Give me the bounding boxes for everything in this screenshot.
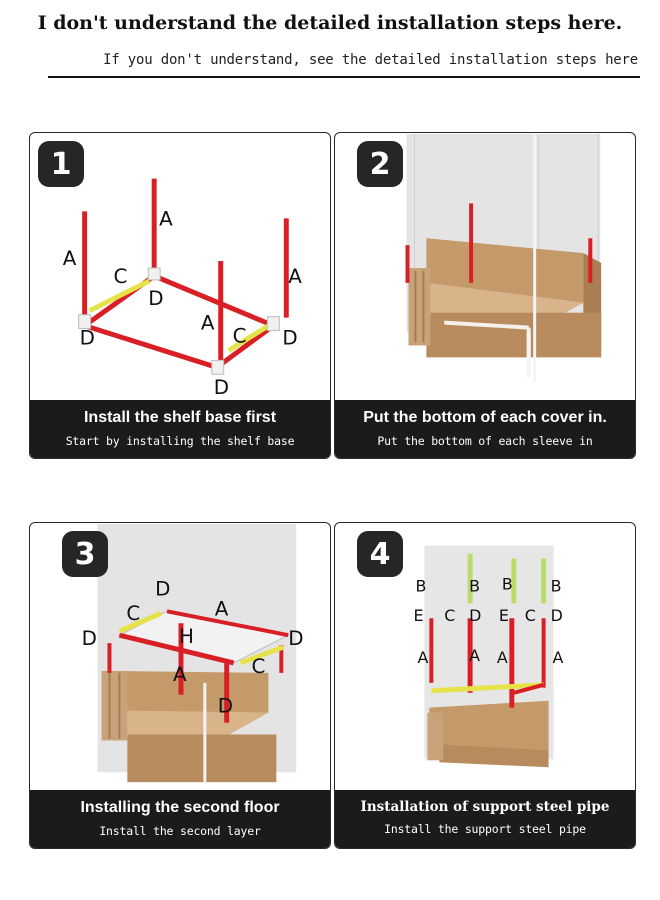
part-label: D	[80, 326, 95, 349]
step-caption-subtitle: Install the support steel pipe	[384, 822, 586, 836]
step-caption-title: Installation of support steel pipe	[360, 799, 610, 815]
joint-d	[266, 316, 280, 332]
step-caption: Install the shelf base first Start by in…	[30, 400, 330, 458]
cover-sleeve-fold	[427, 712, 444, 761]
step-number-badge: 3	[62, 531, 108, 577]
part-label: A	[173, 663, 187, 686]
step-panel-3: 3 D C A D H D A C D	[29, 522, 331, 849]
page-title: I don't understand the detailed installa…	[37, 12, 623, 34]
part-label: E	[413, 606, 423, 625]
cover-sleeve-fold	[408, 268, 431, 346]
part-label: A	[215, 597, 229, 620]
second-floor-illustration: D C A D H D A C D	[82, 523, 304, 783]
base-board-front	[127, 734, 277, 783]
part-label: H	[179, 625, 194, 648]
step-caption-subtitle: Put the bottom of each sleeve in	[377, 434, 593, 448]
page-subtitle: If you don't understand, see the detaile…	[103, 52, 638, 68]
header-divider	[48, 76, 640, 78]
joint-d	[78, 314, 92, 330]
pipe-base-front-left	[83, 323, 218, 370]
step-panel-1: 1 A A A A C C D D D D Insta	[29, 132, 331, 459]
base-board-front	[439, 744, 549, 768]
part-label: D	[288, 627, 303, 650]
joint-d	[147, 267, 161, 281]
base-board-front	[426, 312, 602, 358]
part-label: A	[201, 312, 215, 335]
part-label: D	[82, 627, 97, 650]
base-board-back	[426, 238, 584, 303]
step-caption: Installing the second floor Install the …	[30, 790, 330, 848]
part-label: A	[288, 265, 302, 288]
step-caption: Put the bottom of each cover in. Put the…	[335, 400, 635, 458]
part-label: E	[499, 606, 509, 625]
part-label: D	[155, 577, 170, 600]
part-label: B	[469, 576, 480, 595]
step-caption-subtitle: Start by installing the shelf base	[65, 434, 295, 448]
pipe-base-back-right	[153, 273, 275, 328]
part-label: C	[444, 606, 455, 625]
shelf-base-illustration: A A A A C C D D D D	[63, 178, 302, 399]
part-label: D	[218, 695, 233, 718]
part-label: D	[282, 326, 297, 349]
part-label: A	[469, 646, 480, 665]
cover-sleeve-fold	[101, 670, 128, 741]
part-label: C	[252, 655, 266, 678]
connector-c-left	[88, 278, 151, 313]
part-label: A	[497, 648, 508, 667]
part-label: D	[214, 376, 229, 399]
connector-c-right	[227, 320, 275, 353]
step-number-badge: 2	[357, 141, 403, 187]
step-caption-title: Install the shelf base first	[83, 409, 277, 426]
step-caption-title: Put the bottom of each cover in.	[363, 409, 607, 426]
pipe-base-front-right	[215, 323, 275, 370]
part-label: C	[113, 265, 127, 288]
part-label: D	[469, 606, 481, 625]
part-label: C	[525, 606, 536, 625]
part-label: A	[63, 247, 77, 270]
base-board-floor	[127, 710, 269, 741]
part-label: C	[233, 325, 247, 348]
support-pipe-illustration: B B B B E C D E C D A A A A	[413, 545, 564, 768]
part-label: C	[126, 602, 140, 625]
base-board-back	[429, 700, 549, 758]
part-label: A	[159, 207, 173, 230]
part-label: D	[551, 606, 563, 625]
part-label: B	[551, 576, 562, 595]
part-label: A	[553, 648, 564, 667]
step-panel-4: 4 B B B B E C D E C D A A A	[334, 522, 636, 849]
step-number-badge: 1	[38, 141, 84, 187]
cover-bottom-illustration	[405, 133, 602, 383]
part-label: D	[148, 287, 163, 310]
joint-d	[211, 359, 225, 375]
part-label: A	[417, 648, 428, 667]
step-number-badge: 4	[357, 531, 403, 577]
part-label: B	[415, 576, 426, 595]
step-caption-subtitle: Install the second layer	[99, 824, 261, 838]
step-caption-title: Installing the second floor	[80, 799, 280, 816]
part-label: B	[502, 574, 513, 593]
step-caption: Installation of support steel pipe Insta…	[335, 790, 635, 848]
step-panel-2: 2 Put the bottom of each cover in. Put t…	[334, 132, 636, 459]
